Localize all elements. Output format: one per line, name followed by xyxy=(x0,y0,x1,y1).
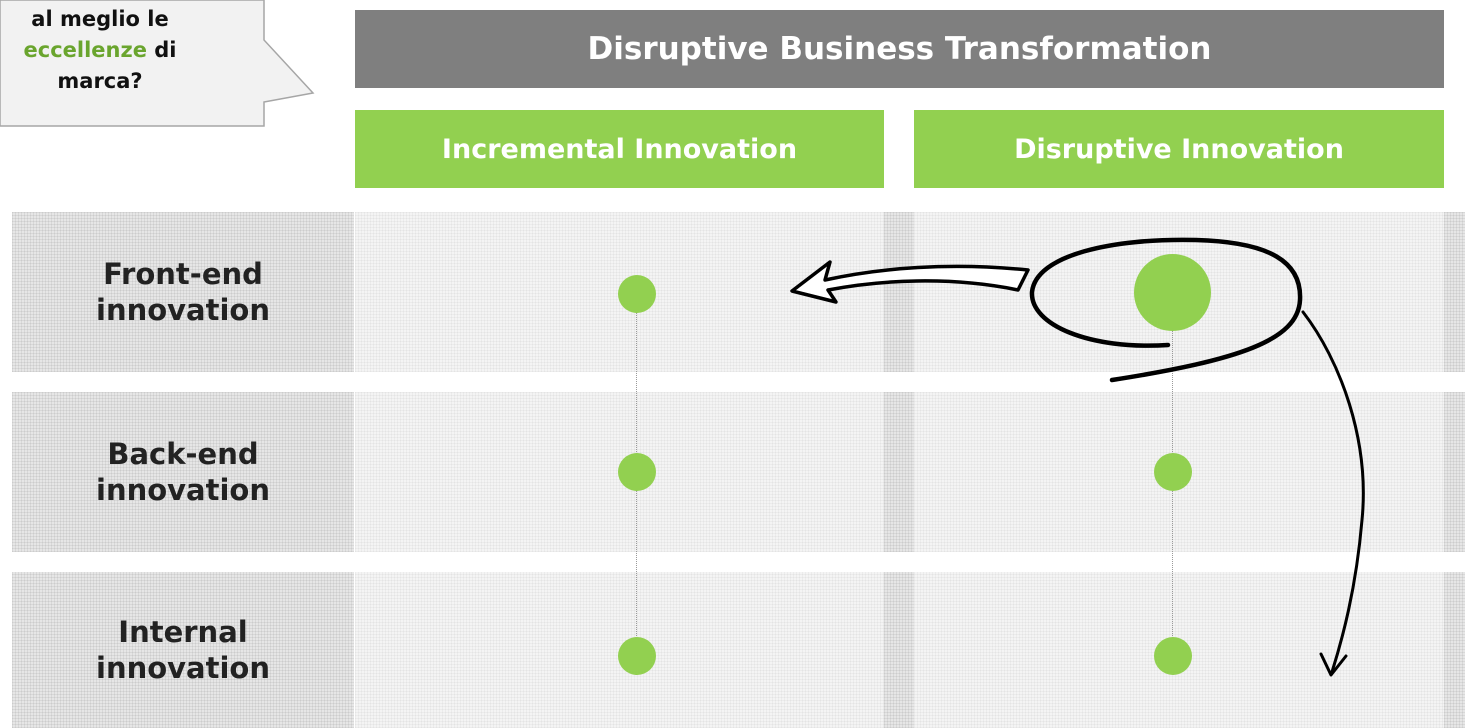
callout-line-3: marca? xyxy=(57,69,143,93)
dot-disruptive-internal xyxy=(1154,637,1192,675)
column-divider xyxy=(884,572,914,728)
row-label-line-2: innovation xyxy=(96,293,270,327)
connector-line-disruptive xyxy=(1172,330,1173,656)
column-divider xyxy=(884,212,914,372)
row-label-line-1: Back-end xyxy=(107,437,259,471)
row-label-line-1: Internal xyxy=(118,615,248,649)
dot-incremental-front-end xyxy=(618,275,656,313)
hollow-left-arrow xyxy=(790,260,1030,304)
callout-line-2: eccellenze di xyxy=(0,35,230,66)
right-edge-strip xyxy=(1444,212,1465,372)
callout-line-2-rest: di xyxy=(154,38,177,62)
column-divider xyxy=(884,392,914,552)
row-label-line-1: Front-end xyxy=(103,257,263,291)
right-edge-strip xyxy=(1444,572,1465,728)
right-edge-strip xyxy=(1444,392,1465,552)
column-header-incremental: Incremental Innovation xyxy=(355,110,884,188)
callout-highlight-word: eccellenze xyxy=(23,38,147,62)
column-header-disruptive: Disruptive Innovation xyxy=(914,110,1444,188)
callout-line-1: al meglio le xyxy=(31,7,169,31)
hand-drawn-loop xyxy=(1029,237,1303,383)
row-label-line-2: innovation xyxy=(96,473,270,507)
dot-disruptive-back-end xyxy=(1154,453,1192,491)
callout-text: al meglio le eccellenze di marca? xyxy=(0,4,230,97)
cell-disruptive-back-end xyxy=(914,392,1444,552)
row-label-line-2: innovation xyxy=(96,651,270,685)
curved-down-arrowhead xyxy=(1319,652,1348,677)
curved-down-arrow xyxy=(1301,310,1365,674)
header-title-bar: Disruptive Business Transformation xyxy=(355,10,1444,88)
dot-incremental-internal xyxy=(618,637,656,675)
speech-callout xyxy=(0,0,315,127)
dot-disruptive-front-end-large xyxy=(1134,254,1211,331)
dot-incremental-back-end xyxy=(618,453,656,491)
